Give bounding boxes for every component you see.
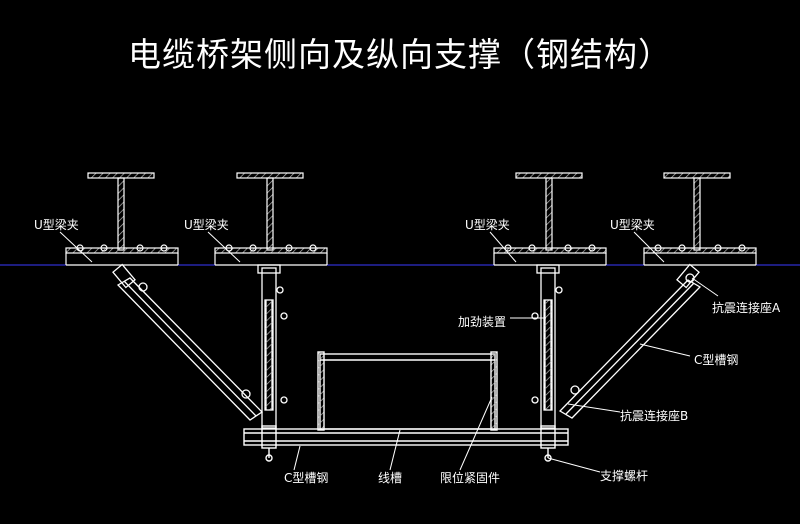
- label-seismic-seat-b: 抗震连接座B: [620, 408, 688, 423]
- label-u-clamp-2: U型梁夹: [184, 217, 229, 232]
- label-limit-fastener: 限位紧固件: [440, 470, 500, 485]
- label-c-channel-right: C型槽钢: [694, 353, 738, 367]
- bottom-c-channel: [243, 425, 569, 462]
- steel-beam-4: [643, 172, 757, 266]
- diagonal-brace-right: [558, 263, 702, 419]
- steel-beam-2: [214, 172, 328, 266]
- label-u-clamp-1: U型梁夹: [34, 217, 79, 232]
- label-u-clamp-4: U型梁夹: [610, 217, 655, 232]
- steel-beam-1: [65, 172, 179, 266]
- label-support-rod: 支撑螺杆: [600, 468, 648, 483]
- label-stiffener: 加劲装置: [458, 315, 506, 329]
- label-c-channel-bottom: C型槽钢: [284, 471, 328, 485]
- diagonal-brace-left: [112, 263, 264, 421]
- label-cable-tray: 线槽: [378, 471, 402, 485]
- diagram-title: 电缆桥架侧向及纵向支撑（钢结构）: [128, 35, 672, 74]
- label-u-clamp-3: U型梁夹: [465, 217, 510, 232]
- leader-lines: [59, 231, 719, 473]
- cable-tray: [317, 351, 498, 431]
- label-seismic-seat-a: 抗震连接座A: [712, 300, 781, 315]
- vertical-hanger-left: [257, 264, 288, 429]
- vertical-hanger-right: [531, 264, 563, 429]
- steel-beam-3: [493, 172, 607, 266]
